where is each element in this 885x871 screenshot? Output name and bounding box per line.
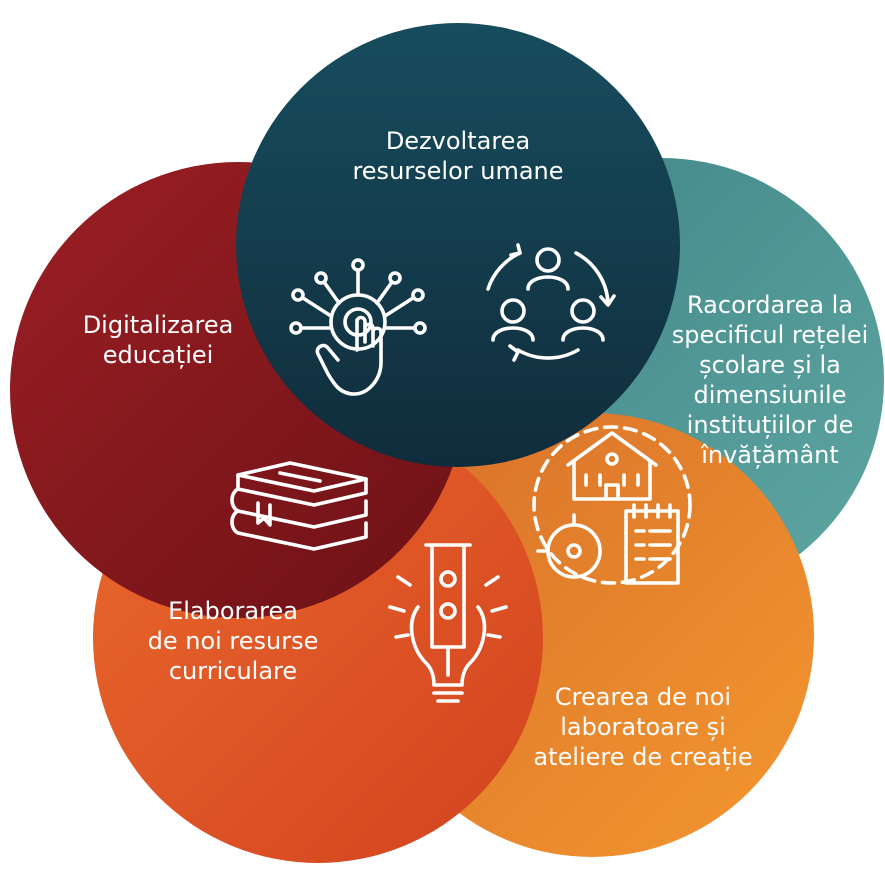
circle-dezvoltarea bbox=[236, 23, 680, 467]
label-line: Crearea de noi bbox=[554, 683, 732, 711]
label-line: educației bbox=[102, 341, 214, 369]
label-digitalizarea: Digitalizarea educației bbox=[48, 310, 268, 370]
label-line: ateliere de creație bbox=[533, 743, 753, 771]
people-cycle-icon bbox=[486, 243, 616, 362]
label-line: Racordarea la bbox=[687, 291, 853, 319]
label-line: laboratoare și bbox=[560, 713, 726, 741]
label-racordarea: Racordarea la specificul rețelei școlare… bbox=[660, 290, 880, 470]
book-stack-icon bbox=[230, 461, 368, 551]
label-line: resurselor umane bbox=[352, 157, 564, 185]
label-crearea: Crearea de noi laboratoare și ateliere d… bbox=[508, 682, 778, 772]
label-dezvoltarea: Dezvoltarea resurselor umane bbox=[333, 126, 583, 186]
label-line: Dezvoltarea bbox=[385, 127, 531, 155]
label-line: instituțiilor de bbox=[686, 411, 854, 439]
school-bell-clipboard-icon bbox=[532, 425, 692, 585]
label-line: dimensiunile bbox=[693, 381, 847, 409]
lightbulb-lab-icon bbox=[388, 543, 508, 703]
label-line: Digitalizarea bbox=[82, 311, 234, 339]
label-line: Elaborarea bbox=[168, 597, 298, 625]
label-line: specificul rețelei bbox=[671, 321, 869, 349]
label-elaborarea: Elaborarea de noi resurse curriculare bbox=[108, 596, 358, 686]
digital-touch-icon bbox=[289, 258, 427, 396]
label-line: învățământ bbox=[701, 441, 839, 469]
label-line: școlare și la bbox=[699, 351, 841, 379]
label-line: de noi resurse bbox=[147, 627, 319, 655]
label-line: curriculare bbox=[168, 657, 298, 685]
